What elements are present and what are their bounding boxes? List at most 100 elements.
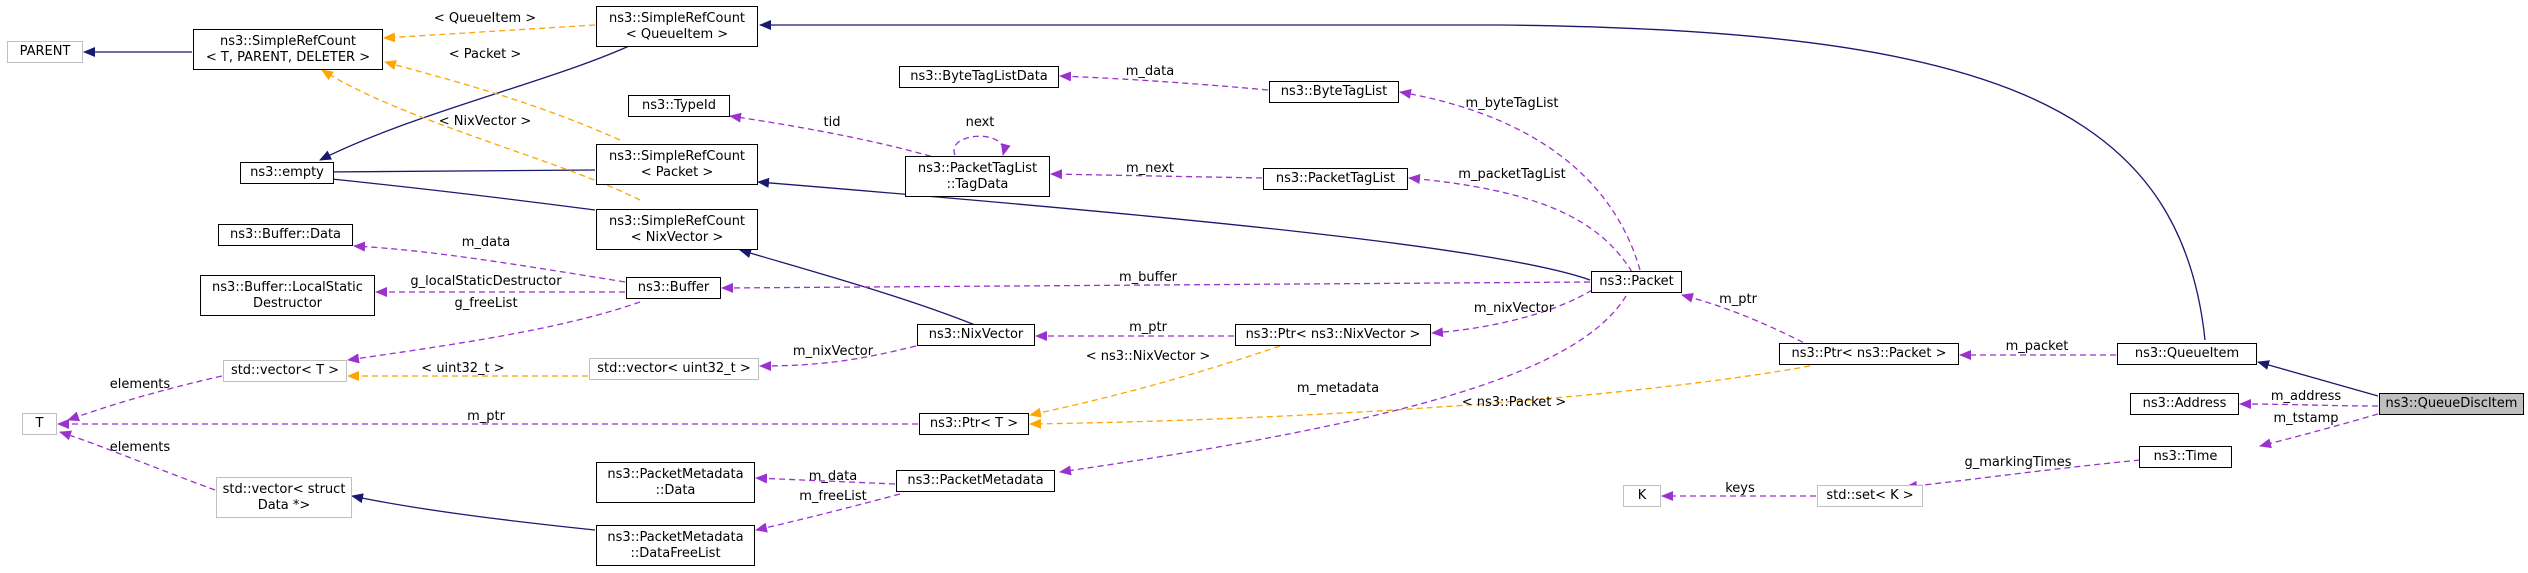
- node-address[interactable]: ns3::Address: [2130, 393, 2239, 415]
- label-nixvector-ptr-tmpl: < ns3::NixVector >: [1086, 349, 1211, 364]
- label-g-markingtimes: g_markingTimes: [1965, 455, 2072, 470]
- node-label-line1: ns3::SimpleRefCount: [219, 33, 357, 49]
- label-g-localstatic: g_localStaticDestructor: [410, 274, 562, 289]
- node-bytetaglistdata[interactable]: ns3::ByteTagListData: [899, 66, 1059, 88]
- node-packetmetadata[interactable]: ns3::PacketMetadata: [896, 470, 1055, 492]
- node-label-line2: ::Data: [655, 482, 696, 498]
- node-packettaglist-tagdata[interactable]: ns3::PacketTagList ::TagData: [905, 156, 1050, 197]
- edge-tid: [729, 112, 951, 163]
- label-g-freelist: g_freeList: [454, 296, 517, 311]
- node-std-set-K[interactable]: std::set< K >: [1817, 485, 1923, 507]
- node-label: ns3::Address: [2142, 396, 2227, 411]
- edge-g-markingtimes: [1905, 459, 2141, 491]
- node-packetmetadata-datafreelist[interactable]: ns3::PacketMetadata ::DataFreeList: [596, 525, 755, 566]
- node-label: std::vector< T >: [230, 363, 340, 378]
- label-m-nixvector-vec: m_nixVector: [793, 344, 874, 359]
- node-buffer-localstatic-destructor[interactable]: ns3::Buffer::LocalStatic Destructor: [200, 275, 375, 316]
- label-m-data-bytetag: m_data: [1126, 64, 1174, 79]
- node-T[interactable]: T: [22, 413, 57, 435]
- node-ptr-nixvector[interactable]: ns3::Ptr< ns3::NixVector >: [1235, 324, 1431, 346]
- node-label-line1: ns3::Buffer::LocalStatic: [212, 279, 363, 295]
- node-buffer-data[interactable]: ns3::Buffer::Data: [218, 224, 353, 246]
- label-elements-top: elements: [110, 377, 171, 392]
- node-label: ns3::PacketTagList: [1275, 171, 1396, 186]
- node-label: ns3::Packet: [1599, 274, 1674, 289]
- node-label: K: [1637, 488, 1647, 503]
- node-label: ns3::NixVector: [928, 327, 1024, 342]
- node-label-line2: Destructor: [252, 295, 322, 311]
- node-ptr-T[interactable]: ns3::Ptr< T >: [919, 413, 1029, 435]
- node-label-line2: < Packet >: [640, 164, 714, 180]
- node-label-line2: Data *>: [257, 497, 311, 513]
- label-queueitem-tmpl: < QueueItem >: [434, 11, 536, 26]
- edge-next: [953, 135, 1011, 156]
- node-simple-refcount-queueitem[interactable]: ns3::SimpleRefCount < QueueItem >: [596, 6, 758, 47]
- node-queuedisc-item[interactable]: ns3::QueueDiscItem: [2379, 393, 2524, 415]
- node-label-line1: ns3::PacketMetadata: [607, 466, 744, 482]
- edge-m-freelist: [755, 493, 901, 533]
- node-packettaglist[interactable]: ns3::PacketTagList: [1263, 168, 1408, 190]
- edge-tmpl-nixptr: [1029, 345, 1281, 418]
- edge-tmpl-packetptr: [1029, 365, 1811, 429]
- edge-m-data-bytetag: [1059, 71, 1269, 91]
- node-label: ns3::QueueItem: [2134, 346, 2240, 361]
- node-label-line2: < T, PARENT, DELETER >: [205, 49, 371, 65]
- edge-tmpl-packet: [384, 60, 621, 141]
- label-m-packet: m_packet: [2006, 339, 2069, 354]
- node-label: std::set< K >: [1826, 488, 1914, 503]
- label-uint32-tmpl: < uint32_t >: [421, 361, 504, 376]
- edge-queueitem-empty: [319, 39, 643, 161]
- edge-packet-empty: [321, 166, 596, 177]
- node-nixvector[interactable]: ns3::NixVector: [917, 324, 1035, 346]
- node-packetmetadata-data[interactable]: ns3::PacketMetadata ::Data: [596, 462, 755, 503]
- node-empty[interactable]: ns3::empty: [240, 162, 334, 184]
- node-ptr-packet[interactable]: ns3::Ptr< ns3::Packet >: [1779, 343, 1959, 365]
- edge-freelist-vector: [351, 493, 596, 531]
- edge-labels: < QueueItem > < Packet > < NixVector > m…: [110, 11, 2342, 504]
- node-buffer[interactable]: ns3::Buffer: [626, 277, 721, 299]
- node-label: ns3::ByteTagList: [1280, 84, 1388, 99]
- node-label: T: [35, 416, 44, 431]
- label-nixvector-tmpl: < NixVector >: [439, 114, 532, 129]
- label-packet-tmpl: < Packet >: [449, 47, 522, 62]
- node-simple-refcount-packet[interactable]: ns3::SimpleRefCount < Packet >: [596, 144, 758, 185]
- node-label-line2: < NixVector >: [630, 229, 724, 245]
- label-m-ptr-nix: m_ptr: [1129, 320, 1168, 335]
- node-label: std::vector< uint32_t >: [597, 361, 751, 376]
- node-label: ns3::ByteTagListData: [910, 69, 1048, 84]
- node-simple-refcount-nixvector[interactable]: ns3::SimpleRefCount < NixVector >: [596, 209, 758, 250]
- node-vector-struct-data[interactable]: std::vector< struct Data *>: [216, 477, 352, 518]
- label-m-data-meta: m_data: [809, 469, 857, 484]
- node-label-line1: ns3::SimpleRefCount: [608, 10, 746, 26]
- node-parent[interactable]: PARENT: [7, 41, 83, 63]
- node-simple-refcount-template[interactable]: ns3::SimpleRefCount < T, PARENT, DELETER…: [193, 29, 383, 70]
- edge-elements-top: [67, 375, 223, 422]
- label-keys: keys: [1725, 481, 1755, 496]
- node-label: ns3::QueueDiscItem: [2385, 396, 2518, 411]
- label-m-packettaglist: m_packetTagList: [1458, 167, 1565, 182]
- edge-m-tstamp: [2259, 413, 2379, 449]
- node-label: ns3::empty: [250, 165, 324, 180]
- label-m-tstamp: m_tstamp: [2273, 411, 2338, 426]
- edge-queuedisc-queueitem: [2257, 360, 2379, 397]
- node-label: ns3::Buffer::Data: [229, 227, 342, 242]
- node-std-vector-uint32[interactable]: std::vector< uint32_t >: [589, 358, 759, 380]
- edge-nixvector-empty: [321, 174, 596, 211]
- node-label-line1: ns3::PacketTagList: [917, 160, 1038, 176]
- node-std-vector-T[interactable]: std::vector< T >: [223, 360, 347, 382]
- label-m-address: m_address: [2271, 389, 2341, 404]
- node-typeid[interactable]: ns3::TypeId: [628, 95, 730, 117]
- node-queueitem[interactable]: ns3::QueueItem: [2117, 343, 2257, 365]
- node-label-line1: ns3::PacketMetadata: [607, 529, 744, 545]
- edge-queueitem-refcount: [759, 20, 2206, 341]
- node-K[interactable]: K: [1623, 485, 1661, 507]
- node-label-line1: ns3::SimpleRefCount: [608, 148, 746, 164]
- edge-m-nixvector-packet: [1431, 289, 1593, 338]
- node-bytetaglist[interactable]: ns3::ByteTagList: [1269, 81, 1399, 103]
- node-time[interactable]: ns3::Time: [2139, 446, 2232, 468]
- edge-g-freelist: [347, 301, 641, 364]
- node-packet[interactable]: ns3::Packet: [1591, 271, 1682, 293]
- node-label: ns3::Time: [2153, 449, 2218, 464]
